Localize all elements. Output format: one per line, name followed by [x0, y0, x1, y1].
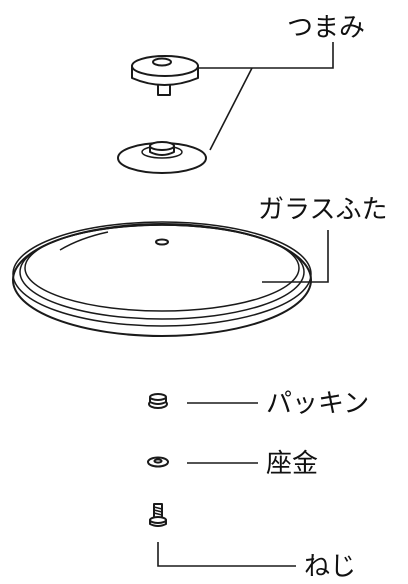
screw-leader [157, 542, 296, 567]
screw-label: ねじ [304, 552, 356, 582]
washer-part [147, 456, 169, 468]
screw-part [149, 503, 167, 527]
glass-lid-part [12, 221, 312, 337]
knob-base-leader [209, 67, 253, 151]
knob-part [131, 55, 199, 96]
packing-label: パッキン [266, 389, 369, 419]
knob-base-part [117, 141, 207, 174]
glass-lid-label: ガラスふた [258, 195, 387, 225]
glass-lid-leader [262, 230, 329, 283]
packing-part [148, 393, 168, 409]
washer-label: 座金 [266, 449, 318, 479]
knob-leader [198, 42, 334, 69]
knob-label: つまみ [287, 13, 365, 43]
